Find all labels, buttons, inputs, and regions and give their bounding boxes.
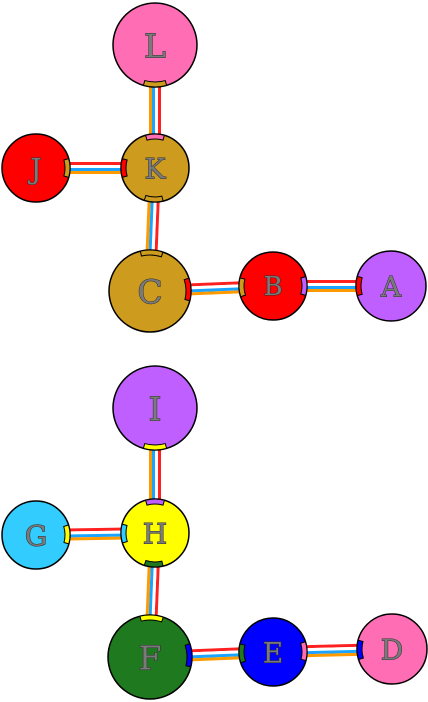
node-port [142,79,168,88]
node-port [183,277,192,302]
node-j[interactable]: J [1,133,71,203]
node-label: I [148,390,161,429]
node-label: E [263,637,283,670]
node-port [144,133,166,141]
node-i[interactable]: I [112,365,198,451]
node-d[interactable]: D [356,613,428,685]
node-h[interactable]: H [120,498,190,568]
node-c[interactable]: C [108,249,192,333]
node-port [184,643,193,668]
node-label: K [145,153,167,186]
node-port [63,524,71,545]
node-label: L [144,27,166,66]
node-label: B [263,272,282,302]
node-e[interactable]: E [238,617,308,687]
node-port [63,157,71,179]
node-port [355,275,363,297]
node-label: H [143,518,167,551]
node-label: F [139,639,162,678]
node-port [300,641,308,662]
node-a[interactable]: A [355,250,427,322]
node-l[interactable]: L [112,2,198,88]
node-port [300,275,308,297]
node-label: C [137,273,162,312]
node-label: J [27,153,41,186]
node-label: A [380,271,402,304]
node-port [238,643,247,664]
node-label: G [25,520,47,553]
node-b[interactable]: B [238,251,308,321]
node-port [356,639,365,661]
node-label: D [381,634,403,667]
node-port [139,249,164,258]
node-port [143,194,164,203]
node-port [238,277,247,298]
node-port [139,614,164,623]
node-port [120,157,128,179]
edges-layer [35,45,393,663]
node-port [120,523,128,544]
node-port [144,498,166,506]
node-k[interactable]: K [120,133,190,203]
node-g[interactable]: G [1,500,71,570]
node-port [142,442,168,451]
node-port [143,559,164,568]
node-f[interactable]: F [107,614,193,700]
